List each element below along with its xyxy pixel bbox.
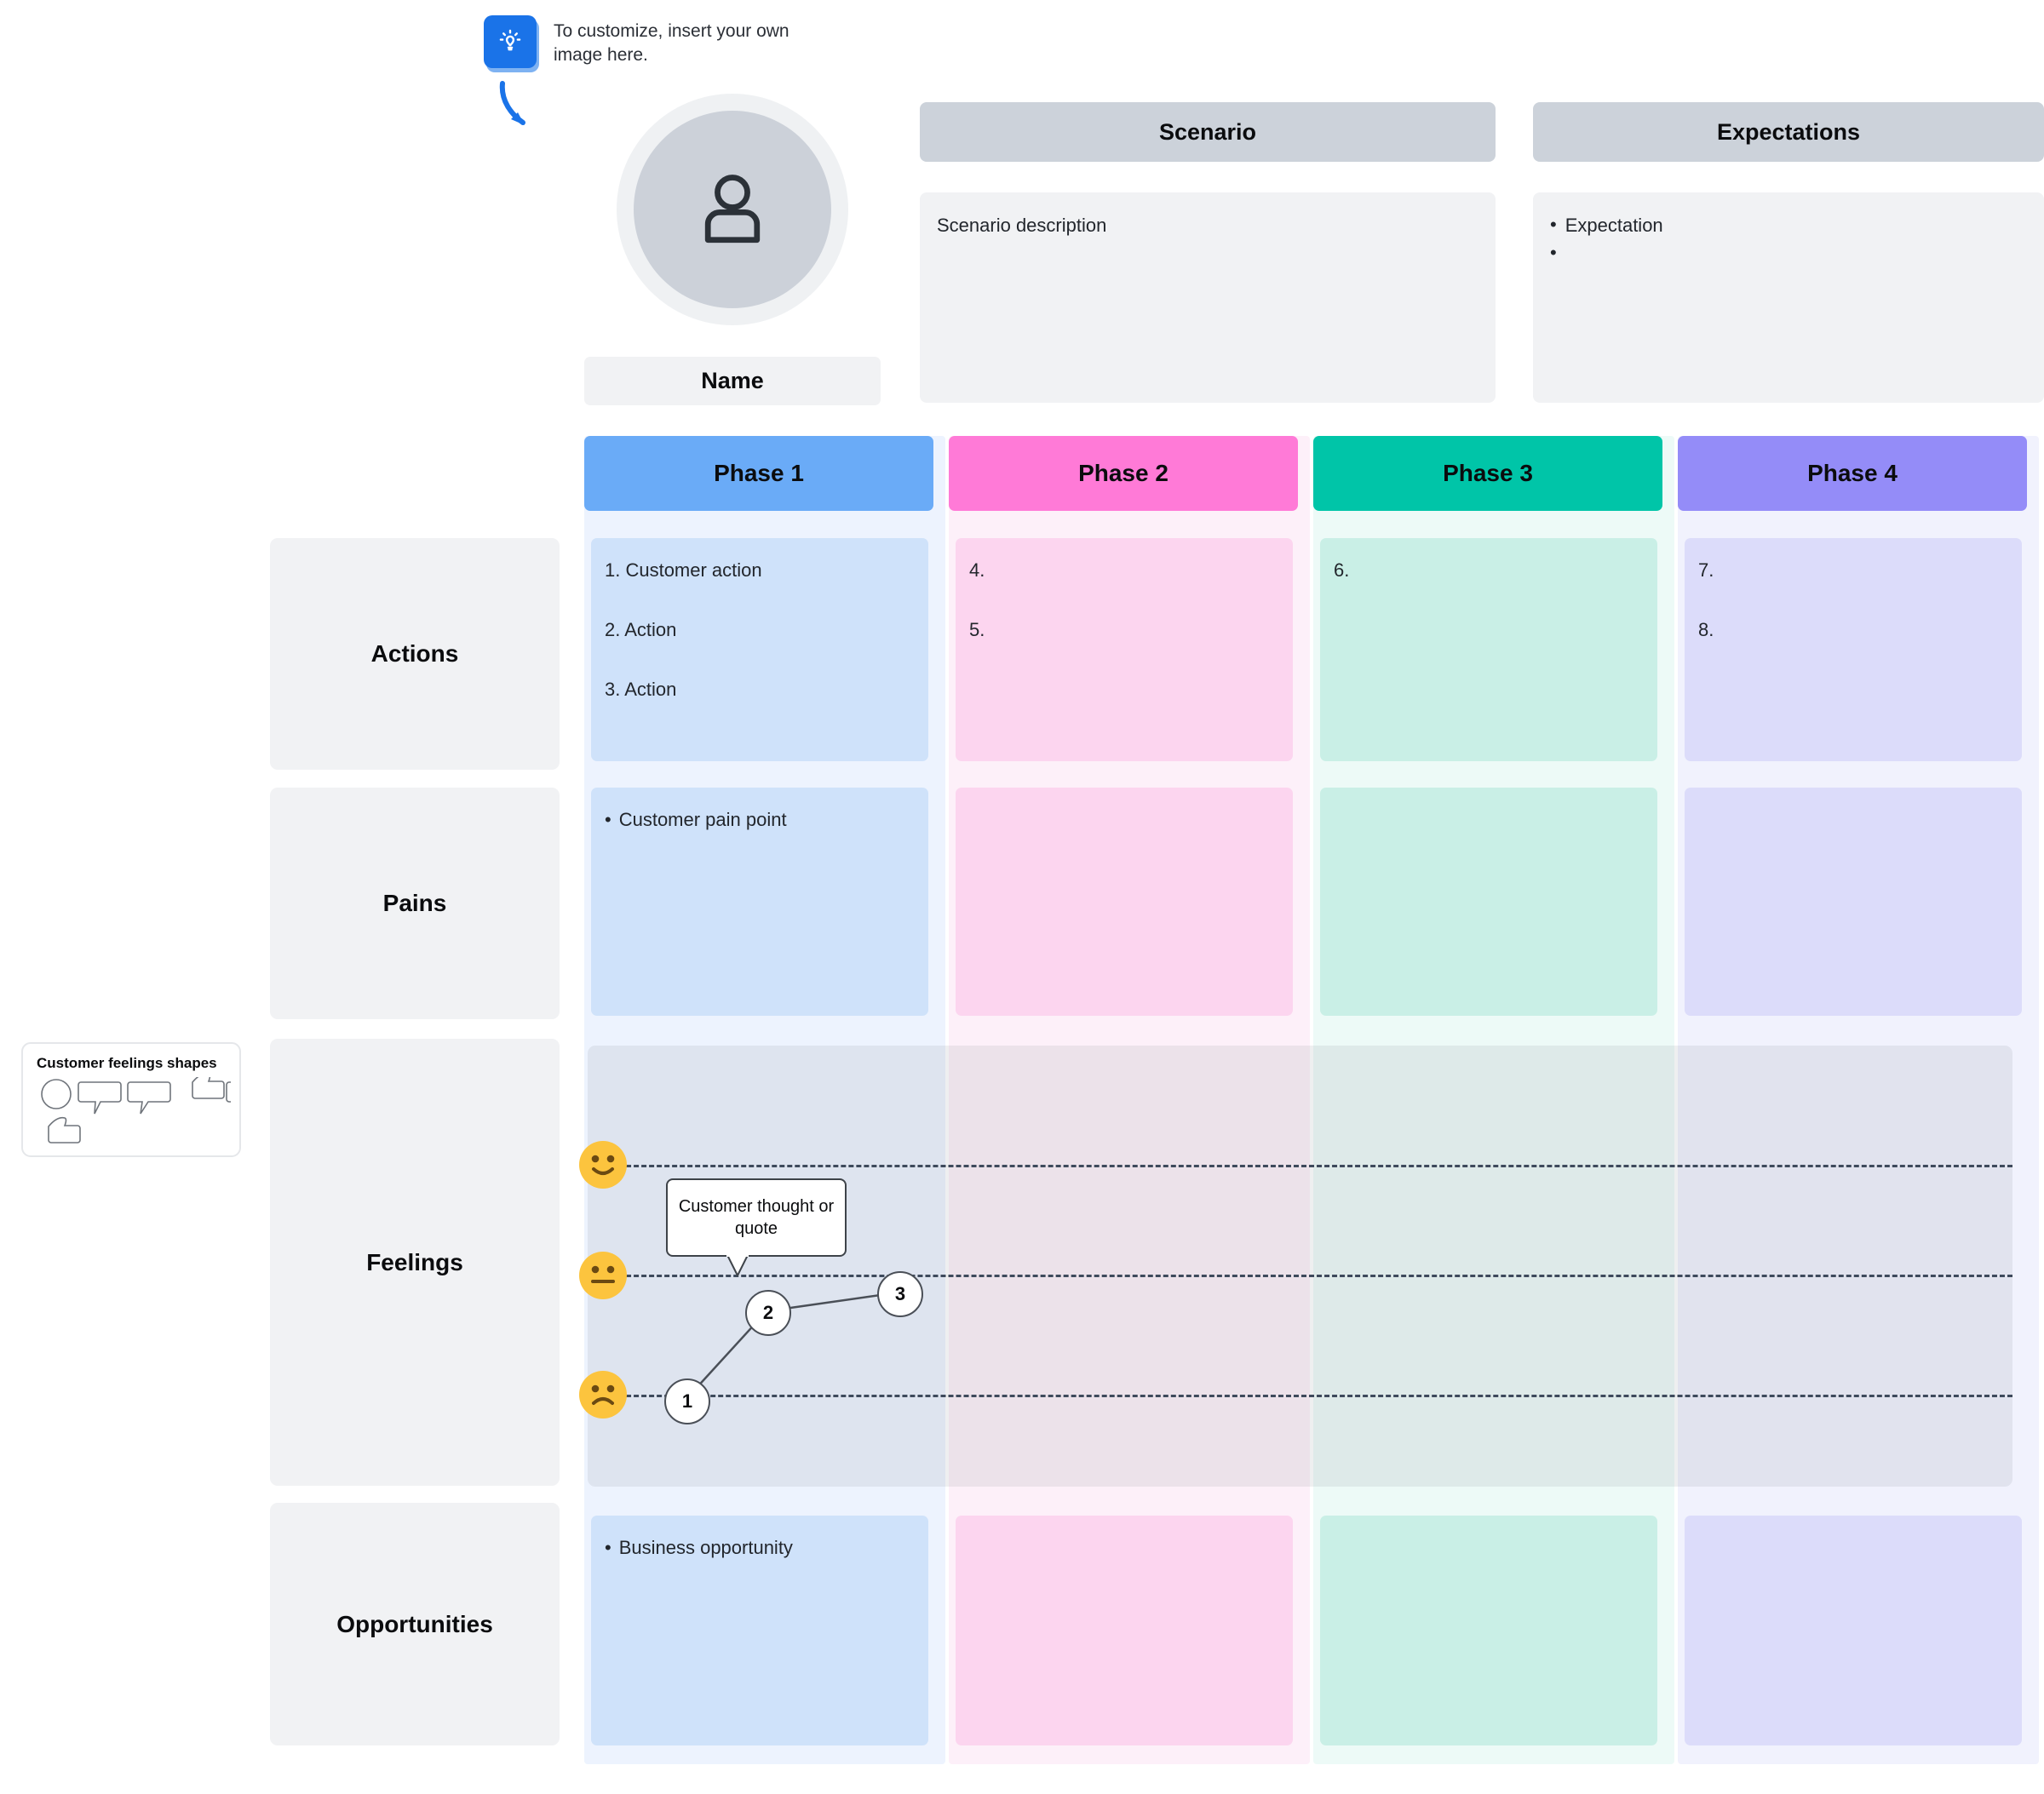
cell-opportunities-phase-2[interactable] [956, 1516, 1293, 1745]
scenario-header: Scenario [920, 102, 1496, 162]
curved-down-arrow-icon [492, 78, 552, 138]
phase-header-4[interactable]: Phase 4 [1678, 436, 2027, 511]
phase-header-2[interactable]: Phase 2 [949, 436, 1298, 511]
action-text: 4. [969, 557, 1279, 584]
cell-actions-phase-4[interactable]: 7. 8. [1685, 538, 2022, 761]
quote-bubble-tail [703, 1255, 763, 1286]
journey-node-2[interactable]: 2 [745, 1290, 791, 1336]
thumb-shape-right [192, 1077, 224, 1098]
speech-bubble-tail-right [78, 1082, 121, 1114]
avatar-circle [634, 111, 831, 308]
cell-opportunities-phase-3[interactable] [1320, 1516, 1657, 1745]
pain-text: Customer pain point [619, 806, 787, 834]
journey-node-3[interactable]: 3 [877, 1271, 923, 1317]
cell-opportunities-phase-4[interactable] [1685, 1516, 2022, 1745]
cell-pains-phase-3[interactable] [1320, 788, 1657, 1016]
action-text: 7. [1698, 557, 2008, 584]
list-item: • Business opportunity [605, 1534, 915, 1562]
bullet-icon: • [1550, 211, 1557, 239]
cell-actions-phase-3[interactable]: 6. [1320, 538, 1657, 761]
row-label-pains: Pains [270, 788, 560, 1019]
feelings-shapes-legend: Customer feelings shapes [21, 1042, 241, 1157]
list-item: • Customer pain point [605, 806, 915, 834]
tip-callout: To customize, insert your own image here… [484, 15, 841, 75]
action-text: 5. [969, 616, 1279, 644]
avatar[interactable] [617, 94, 848, 325]
phase-header-1[interactable]: Phase 1 [584, 436, 933, 511]
list-item: • Expectation [1550, 211, 2027, 239]
cell-pains-phase-2[interactable] [956, 788, 1293, 1016]
thumb-shape-left [49, 1118, 80, 1143]
bullet-icon: • [605, 1534, 611, 1562]
expectations-list-field[interactable]: • Expectation • [1533, 192, 2044, 403]
row-label-actions: Actions [270, 538, 560, 770]
legend-title: Customer feelings shapes [37, 1055, 226, 1072]
scenario-description-field[interactable]: Scenario description [920, 192, 1496, 403]
circle-shape [42, 1080, 71, 1109]
speech-bubble-tail-center [227, 1082, 231, 1111]
action-text: 3. Action [605, 676, 915, 703]
cell-opportunities-phase-1[interactable]: • Business opportunity [591, 1516, 928, 1745]
legend-shapes[interactable] [37, 1077, 231, 1147]
phase-header-3[interactable]: Phase 3 [1313, 436, 1662, 511]
persona-name-field[interactable]: Name [584, 357, 881, 405]
expectation-text: Expectation [1565, 211, 1663, 239]
cell-pains-phase-4[interactable] [1685, 788, 2022, 1016]
tip-text: To customize, insert your own image here… [554, 20, 809, 68]
action-text: 6. [1334, 557, 1644, 584]
action-text: 1. Customer action [605, 557, 915, 584]
row-label-opportunities: Opportunities [270, 1503, 560, 1745]
expectations-header: Expectations [1533, 102, 2044, 162]
person-icon [686, 162, 778, 258]
opportunity-text: Business opportunity [619, 1534, 793, 1562]
bullet-icon: • [605, 806, 611, 834]
customer-quote-bubble[interactable]: Customer thought or quote [666, 1178, 847, 1257]
journey-node-1[interactable]: 1 [664, 1378, 710, 1424]
speech-bubble-tail-left [128, 1082, 170, 1114]
bullet-icon: • [1550, 239, 1557, 267]
list-item: • [1550, 239, 2027, 267]
action-text: 8. [1698, 616, 2008, 644]
row-label-feelings: Feelings [270, 1039, 560, 1486]
cell-pains-phase-1[interactable]: • Customer pain point [591, 788, 928, 1016]
action-text: 2. Action [605, 616, 915, 644]
lightbulb-icon [484, 15, 537, 68]
cell-actions-phase-1[interactable]: 1. Customer action 2. Action 3. Action [591, 538, 928, 761]
scenario-description-text: Scenario description [937, 211, 1478, 239]
cell-actions-phase-2[interactable]: 4. 5. [956, 538, 1293, 761]
